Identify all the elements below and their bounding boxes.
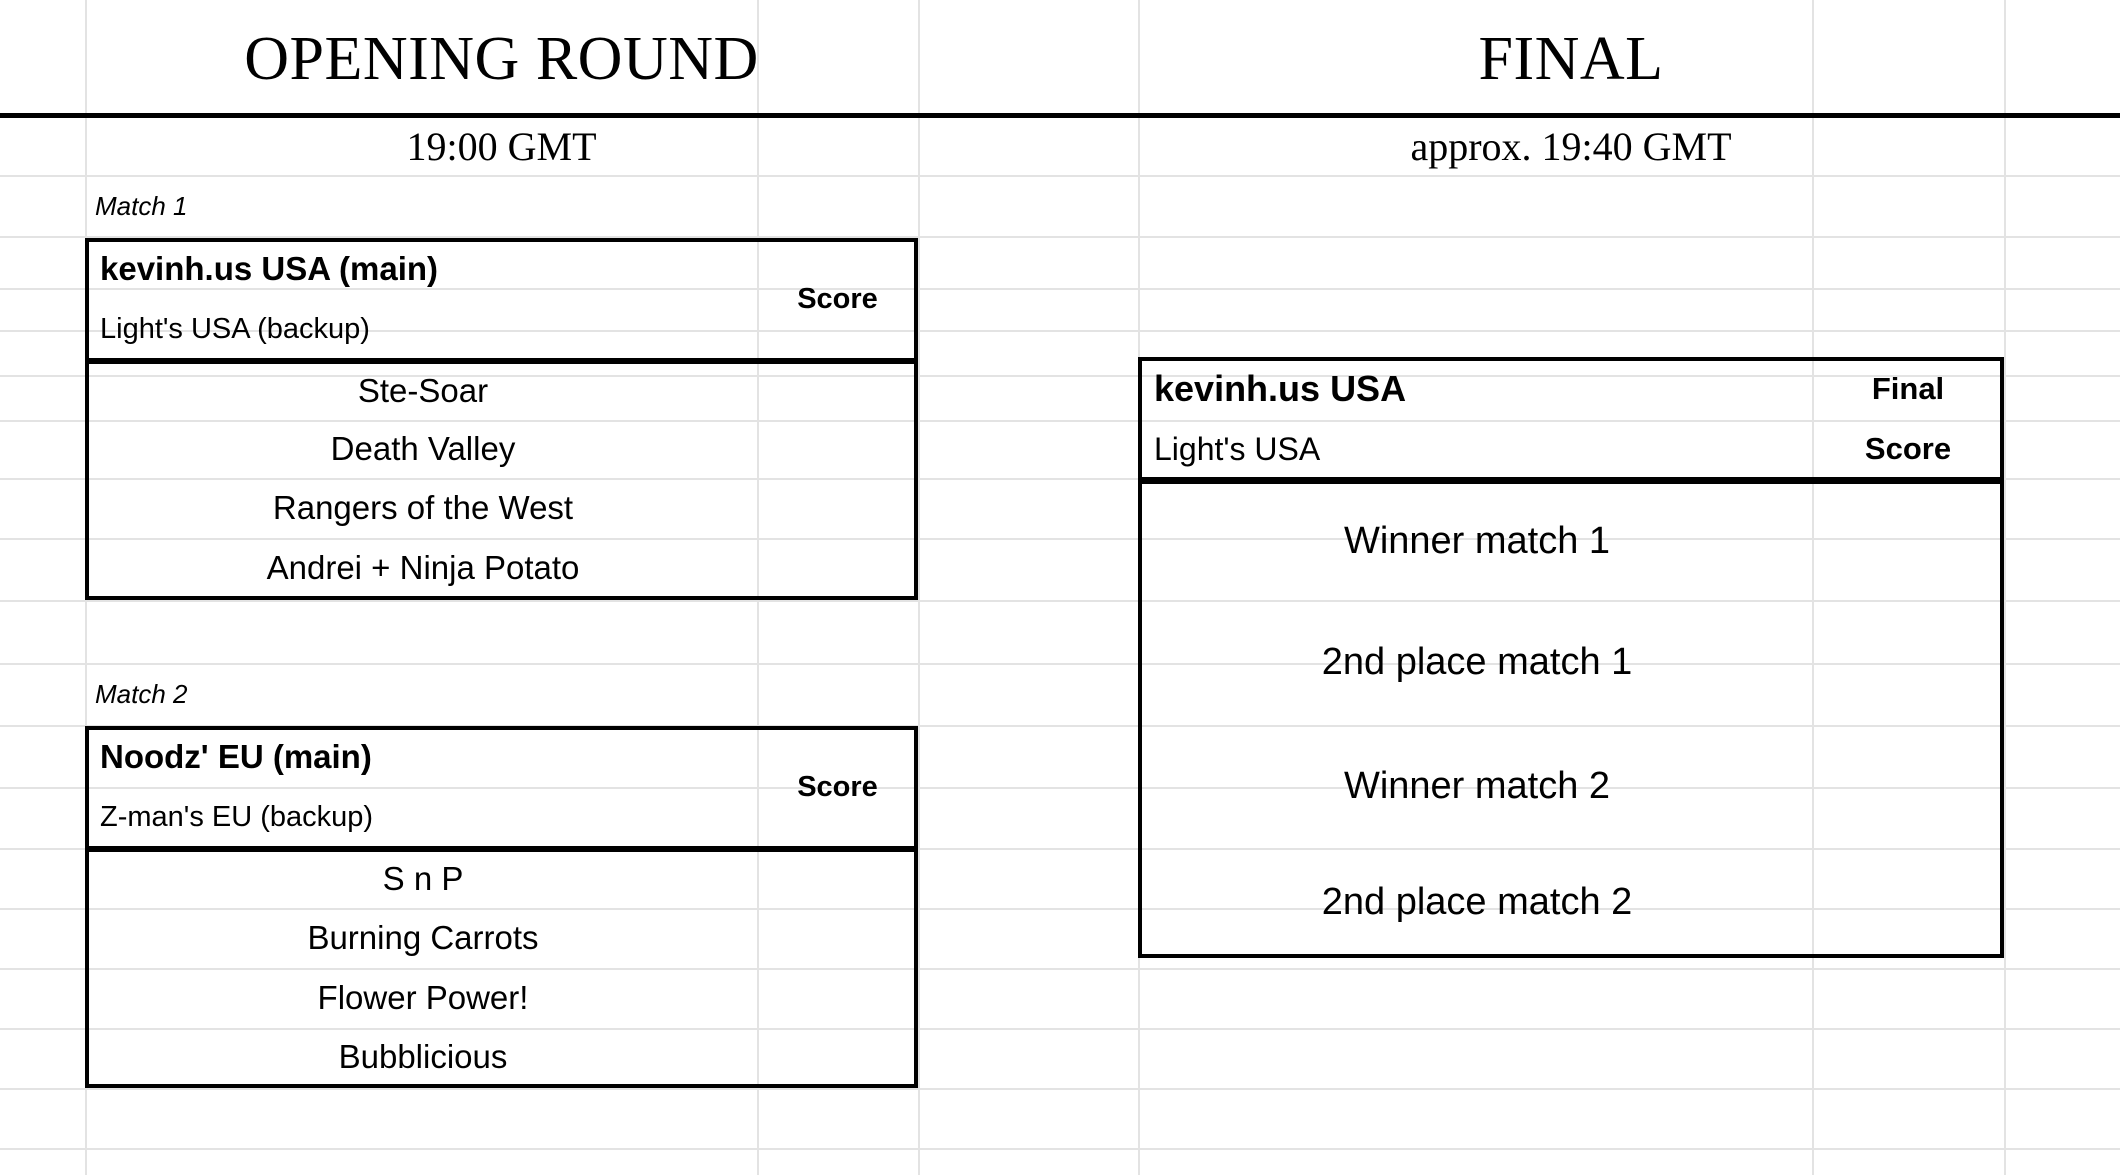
gridline-col [1812, 0, 1814, 1175]
gridline-col [2004, 0, 2006, 1175]
match-1-score-cell[interactable] [759, 420, 916, 478]
opening-round-time: 19:00 GMT [406, 124, 597, 169]
final-time: approx. 19:40 GMT [1410, 124, 1732, 169]
gridline-row [0, 848, 2120, 850]
gridline-row [0, 478, 2120, 480]
match-1-label: Match 1 [95, 190, 188, 221]
final-host-main: kevinh.us USA [1154, 368, 1407, 409]
gridline-row [0, 1028, 2120, 1030]
gridline-row [0, 420, 2120, 422]
gridline-col [918, 0, 920, 1175]
final-score-cell[interactable] [1814, 725, 2002, 848]
gridline-row [0, 375, 2120, 377]
final-title: FINAL [1478, 24, 1664, 93]
match-2-entry[interactable]: Bubblicious [338, 1038, 508, 1075]
match-1-entry[interactable]: Andrei + Ninja Potato [266, 549, 580, 586]
gridline-row [0, 787, 2120, 789]
gridline-row [0, 1148, 2120, 1150]
gridline-row [0, 663, 2120, 665]
match-1-host-backup: Light's USA (backup) [100, 312, 370, 345]
section-title-divider [0, 113, 2120, 118]
match-2-score-header: Score [797, 770, 878, 803]
final-entry[interactable]: Winner match 1 [1343, 519, 1611, 562]
gridline-row [0, 600, 2120, 602]
match-1-host-main: kevinh.us USA (main) [100, 250, 439, 287]
final-score-cell[interactable] [1814, 848, 2002, 956]
gridline-col [757, 0, 759, 1175]
match-2-label: Match 2 [95, 678, 188, 709]
match-1-score-cell[interactable] [759, 478, 916, 538]
match-1-score-cell[interactable] [759, 362, 916, 420]
gridline-row [0, 725, 2120, 727]
final-entry[interactable]: 2nd place match 2 [1321, 880, 1633, 923]
match-1-entry[interactable]: Rangers of the West [272, 489, 574, 526]
gridline-row [0, 175, 2120, 177]
final-host-backup: Light's USA [1154, 430, 1321, 467]
match-2-entry[interactable]: Flower Power! [317, 979, 529, 1016]
gridline-row [0, 908, 2120, 910]
final-entry[interactable]: 2nd place match 1 [1321, 641, 1633, 683]
match-2-host-backup: Z-man's EU (backup) [100, 800, 374, 833]
match-2-score-cell[interactable] [759, 1028, 916, 1086]
match-1-entry[interactable]: Death Valley [330, 430, 516, 467]
match-1-entry[interactable]: Ste-Soar [357, 372, 489, 409]
gridline-row [0, 288, 2120, 290]
final-score-cell[interactable] [1814, 482, 2002, 600]
final-entry[interactable]: Winner match 2 [1343, 765, 1611, 807]
gridline-col [1138, 0, 1140, 1175]
opening-round-title: OPENING ROUND [244, 24, 759, 93]
match-1-score-header: Score [797, 282, 878, 315]
gridline-row [0, 968, 2120, 970]
gridline-row [0, 1088, 2120, 1090]
match-2-entry[interactable]: S n P [382, 860, 464, 897]
match-2-entry[interactable]: Burning Carrots [307, 919, 539, 956]
gridline-row [0, 236, 2120, 238]
final-score-header-line2: Score [1864, 431, 1952, 466]
gridline-row [0, 330, 2120, 332]
final-score-cell[interactable] [1814, 600, 2002, 725]
match-1-score-cell[interactable] [759, 538, 916, 598]
match-2-score-cell[interactable] [759, 968, 916, 1028]
match-2-score-cell[interactable] [759, 850, 916, 908]
match-2-score-cell[interactable] [759, 908, 916, 968]
gridline-row [0, 538, 2120, 540]
match-2-host-main: Noodz' EU (main) [100, 738, 372, 775]
final-score-header-line1: Final [1871, 371, 1945, 406]
